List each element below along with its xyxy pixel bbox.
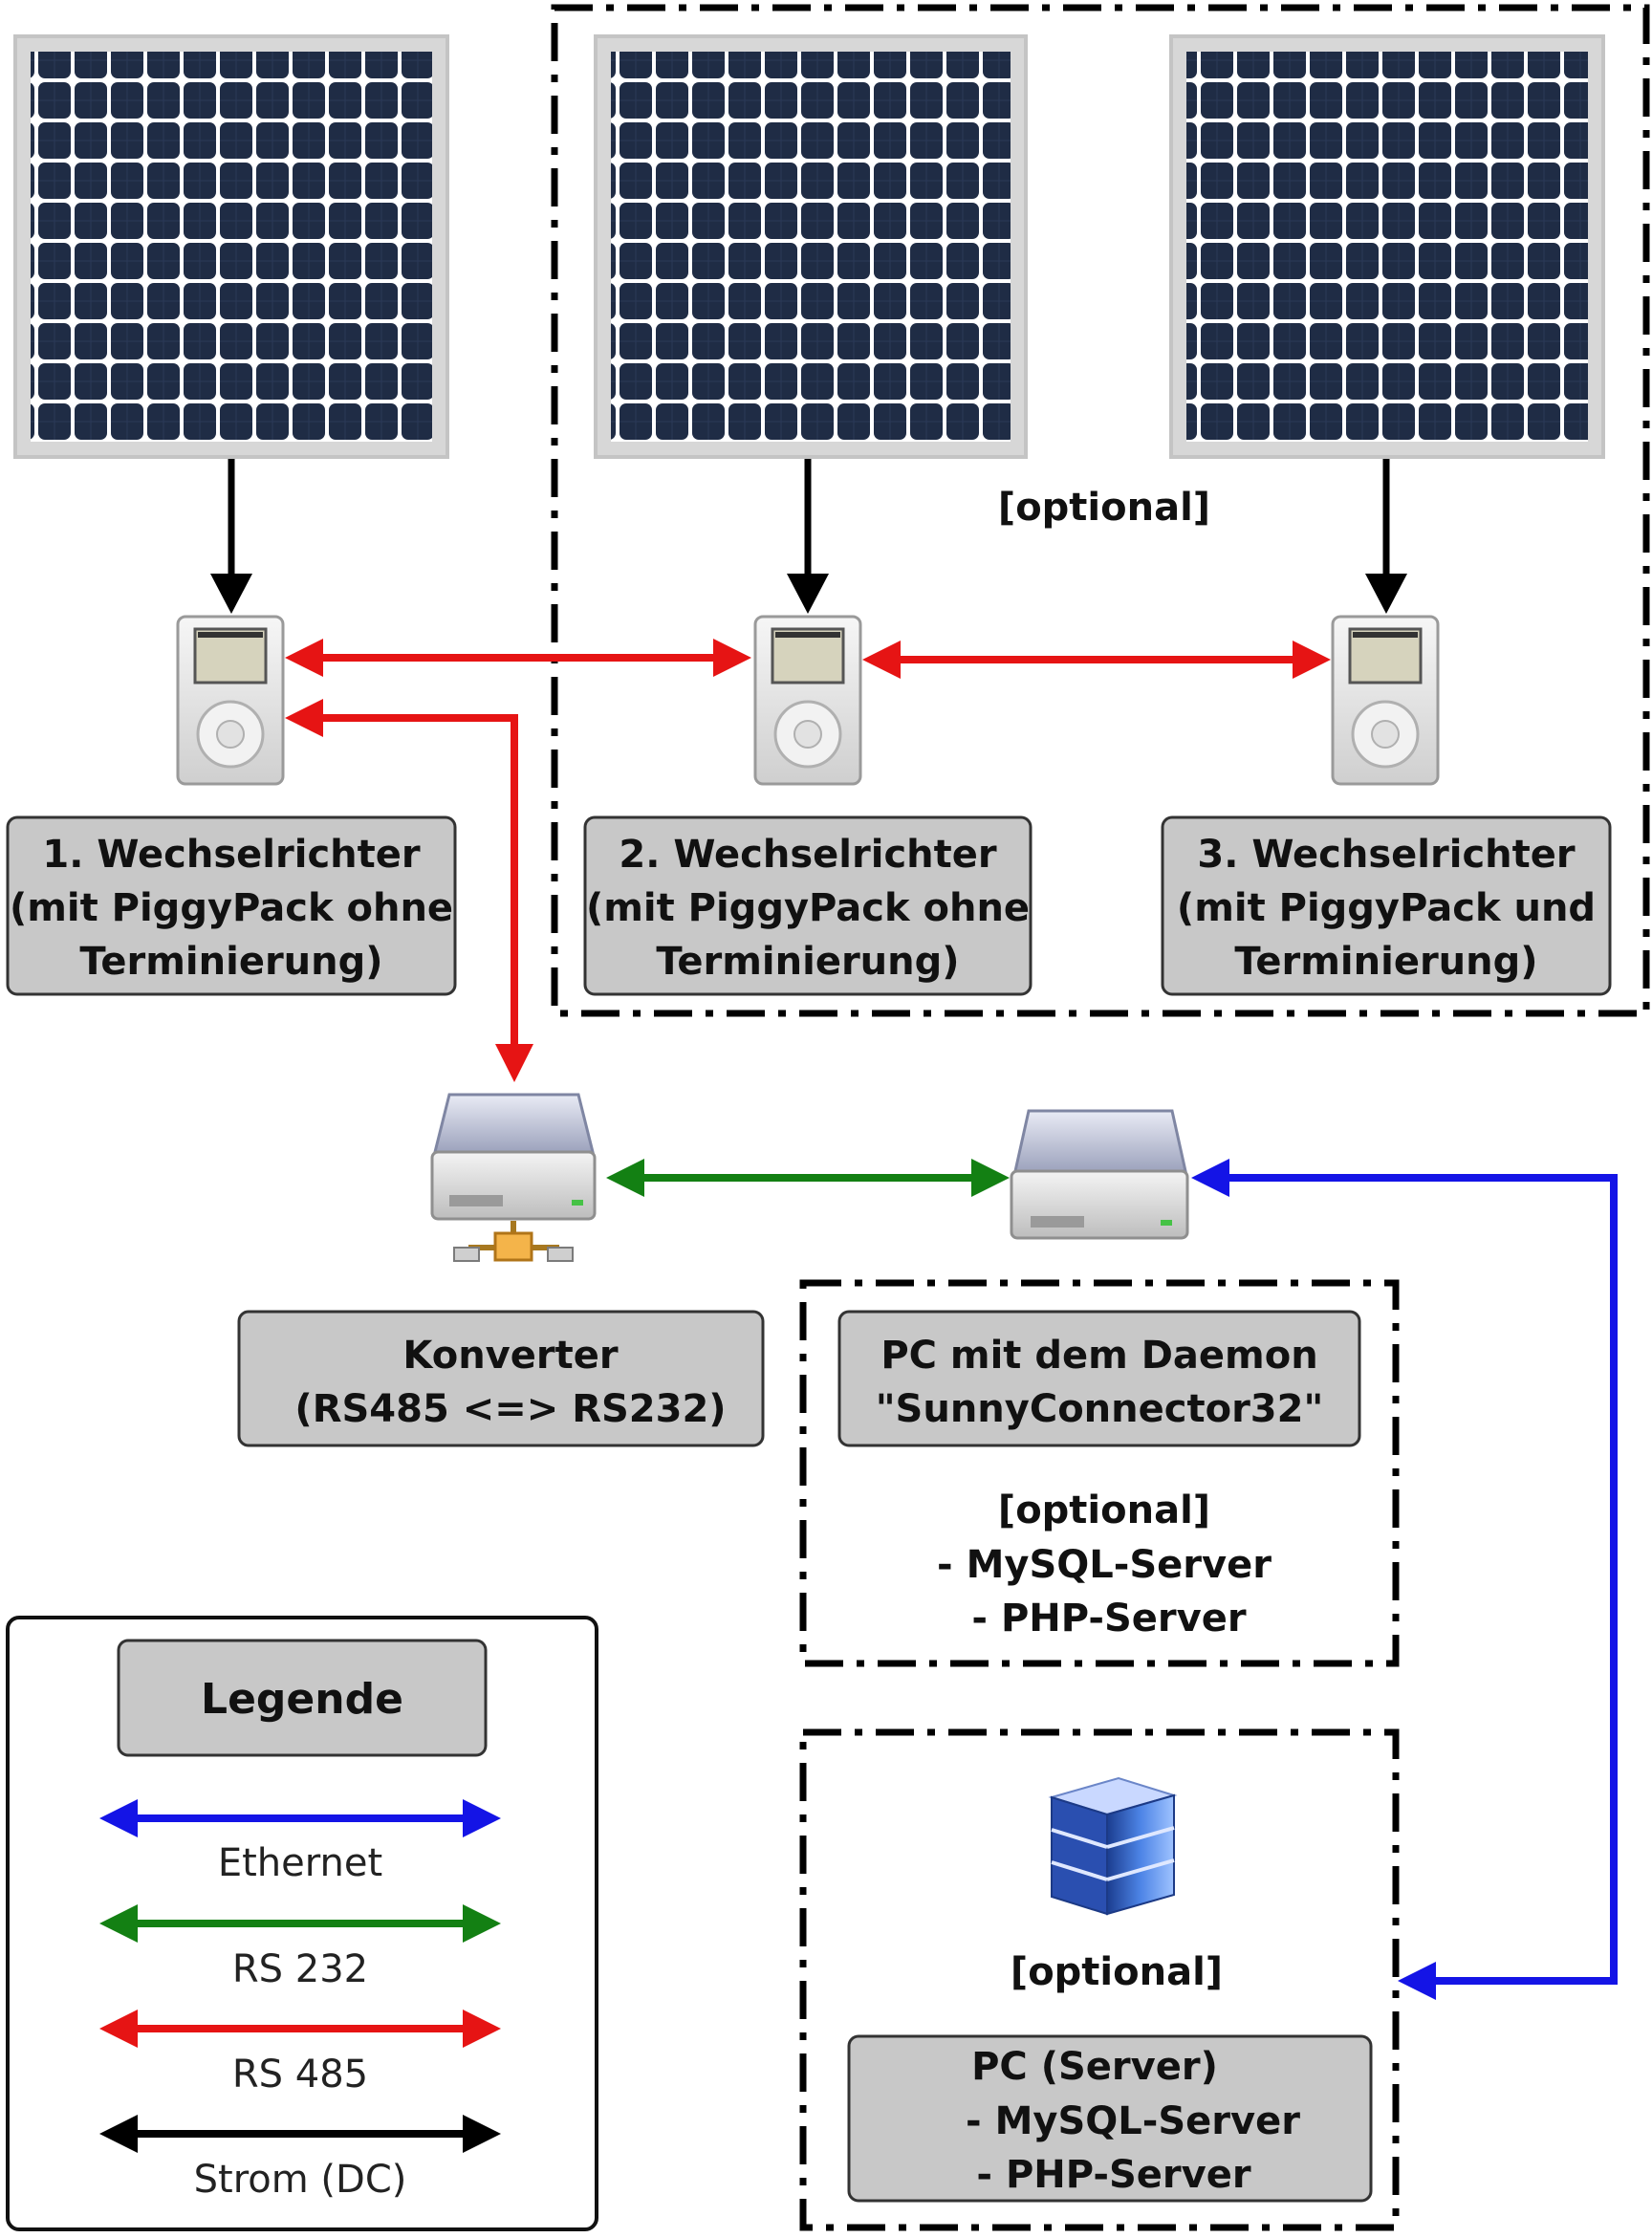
inverter-label-1-line-2: (mit PiggyPack ohne xyxy=(10,886,453,930)
rs485-link-1-2 xyxy=(285,639,751,677)
daemon-pc-label-line-2: "SunnyConnector32" xyxy=(876,1387,1324,1431)
inverter-device-1 xyxy=(176,615,285,786)
daemon-pc-label-line-1: PC mit dem Daemon xyxy=(880,1334,1317,1378)
daemon-pc-device xyxy=(1010,1109,1189,1240)
server-pc-frame xyxy=(799,1728,1400,2231)
legend-item-dc: Strom (DC) xyxy=(99,2115,501,2202)
server-pc-label-line-1: PC (Server) xyxy=(971,2045,1218,2089)
legend-label-rs232: RS 232 xyxy=(232,1947,368,1991)
daemon-pc-optional-line-3: - PHP-Server xyxy=(971,1597,1246,1640)
ethernet-link xyxy=(1191,1159,1618,2000)
rs232-link xyxy=(606,1159,1010,1197)
inverter-device-2 xyxy=(753,615,862,786)
inverter-label-3-line-2: (mit PiggyPack und xyxy=(1177,886,1596,930)
daemon-pc-optional-line-2: - MySQL-Server xyxy=(937,1543,1272,1587)
inverter-label-2-line-2: (mit PiggyPack ohne xyxy=(586,886,1030,930)
server-pc-label-line-3: - PHP-Server xyxy=(976,2153,1250,2197)
database-server-icon xyxy=(1048,1776,1178,1916)
daemon-pc-frame xyxy=(799,1279,1400,1667)
legend-title-box xyxy=(117,1639,488,1757)
dc-arrow-2 xyxy=(787,459,829,614)
legend-item-rs232: RS 232 xyxy=(99,1904,501,1991)
dc-arrow-1 xyxy=(210,459,252,614)
converter-label: Konverter (RS485 <=> RS232) xyxy=(237,1310,765,1447)
optional-label: [optional] xyxy=(998,486,1210,530)
legend-label-rs485: RS 485 xyxy=(232,2053,368,2097)
legend-title: Legende xyxy=(201,1675,403,1724)
optional-group-frame xyxy=(551,4,1650,1017)
legend: Legende Ethernet RS 232 RS 485 Strom (DC… xyxy=(6,1616,598,2231)
converter-label-line-2: (RS485 <=> RS232) xyxy=(294,1387,726,1431)
server-pc-optional: [optional] xyxy=(1011,1950,1223,1994)
inverter-label-3: 3. Wechselrichter (mit PiggyPack und Ter… xyxy=(1161,815,1612,996)
solar-panel-1 xyxy=(13,34,449,459)
inverter-label-1-line-3: Terminierung) xyxy=(79,940,382,984)
converter-device xyxy=(430,1093,597,1262)
legend-label-ethernet: Ethernet xyxy=(218,1841,382,1885)
inverter-label-2-line-3: Terminierung) xyxy=(656,940,959,984)
rs485-link-1-converter xyxy=(285,699,533,1082)
rs485-link-2-3 xyxy=(862,641,1331,679)
server-pc-label: PC (Server) - MySQL-Server - PHP-Server xyxy=(847,2034,1373,2203)
daemon-pc-optional-line-1: [optional] xyxy=(998,1488,1210,1532)
solar-panel-2 xyxy=(594,34,1028,459)
inverter-label-2-line-1: 2. Wechselrichter xyxy=(619,833,996,877)
legend-item-ethernet: Ethernet xyxy=(99,1799,501,1885)
legend-item-rs485: RS 485 xyxy=(99,2010,501,2097)
converter-label-line-1: Konverter xyxy=(402,1334,618,1378)
legend-label-dc: Strom (DC) xyxy=(194,2158,407,2202)
inverter-label-1: 1. Wechselrichter (mit PiggyPack ohne Te… xyxy=(6,815,457,996)
dc-arrow-3 xyxy=(1365,459,1407,614)
server-pc-label-line-2: - MySQL-Server xyxy=(966,2099,1300,2143)
inverter-label-3-line-3: Terminierung) xyxy=(1234,940,1537,984)
inverter-device-3 xyxy=(1331,615,1440,786)
inverter-label-3-line-1: 3. Wechselrichter xyxy=(1197,833,1575,877)
inverter-label-2: 2. Wechselrichter (mit PiggyPack ohne Te… xyxy=(583,815,1032,996)
daemon-pc-label: PC mit dem Daemon "SunnyConnector32" xyxy=(837,1310,1361,1447)
inverter-label-1-line-1: 1. Wechselrichter xyxy=(42,833,420,877)
solar-panel-3 xyxy=(1169,34,1605,459)
